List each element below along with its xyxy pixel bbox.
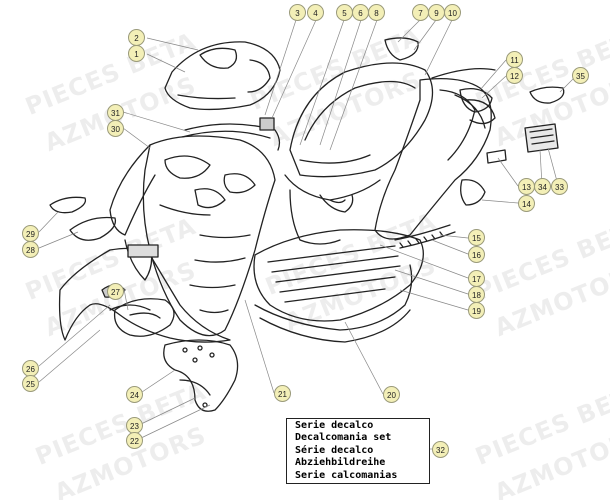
decal-set-line-french: Série decalco: [295, 444, 374, 456]
callout-18: 18: [468, 286, 485, 303]
callout-24: 24: [126, 386, 143, 403]
callout-21: 21: [274, 385, 291, 402]
callout-15: 15: [468, 229, 485, 246]
callout-32: 32: [432, 441, 449, 458]
callout-8: 8: [368, 4, 385, 21]
callout-33: 33: [551, 178, 568, 195]
callout-5: 5: [336, 4, 353, 21]
callout-31: 31: [107, 104, 124, 121]
decal-set-label: Serie decalco Decalcomania set Série dec…: [286, 418, 430, 484]
lower-tray: [254, 264, 413, 331]
callout-6: 6: [352, 4, 369, 21]
headlight-cover: [164, 41, 281, 111]
callout-2: 2: [128, 29, 145, 46]
decal-set-line-spanish: Serie calcomanias: [295, 469, 398, 481]
fork-guard: [163, 339, 239, 412]
decal-set-line-italian: Serie decalco: [295, 420, 374, 431]
callout-4: 4: [307, 4, 324, 21]
callout-12: 12: [506, 67, 523, 84]
callout-14: 14: [518, 195, 535, 212]
callout-30: 30: [107, 120, 124, 137]
callout-10: 10: [444, 4, 461, 21]
callout-1: 1: [128, 45, 145, 62]
decal-set-line-german: Abziehbildreihe: [295, 457, 386, 469]
front-mudguard: [58, 247, 231, 343]
callout-9: 9: [428, 4, 445, 21]
callout-17: 17: [468, 270, 485, 287]
callout-11: 11: [506, 51, 523, 68]
callout-19: 19: [468, 302, 485, 319]
callout-29: 29: [22, 225, 39, 242]
callout-27: 27: [107, 283, 124, 300]
callout-3: 3: [289, 4, 306, 21]
decal-set-line-english: Decalcomania set: [295, 432, 392, 444]
floor-board: [253, 229, 424, 322]
callout-16: 16: [468, 246, 485, 263]
callout-25: 25: [22, 375, 39, 392]
callout-28: 28: [22, 241, 39, 258]
callout-13: 13: [518, 178, 535, 195]
callout-20: 20: [383, 386, 400, 403]
seat: [289, 62, 434, 178]
callout-7: 7: [412, 4, 429, 21]
callout-22: 22: [126, 432, 143, 449]
callout-35: 35: [572, 67, 589, 84]
callout-34: 34: [534, 178, 551, 195]
